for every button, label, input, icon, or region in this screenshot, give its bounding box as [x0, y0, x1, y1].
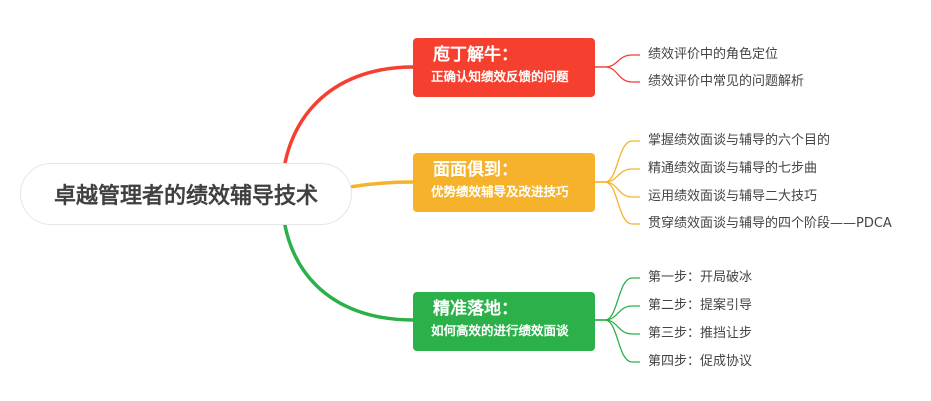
leaf-topic[interactable]: 运用绩效面谈与辅导二大技巧 [648, 189, 818, 204]
branch-topic-1[interactable]: 庖丁解牛： 正确认知绩效反馈的问题 [413, 38, 595, 97]
leaf-topic[interactable]: 贯穿绩效面谈与辅导的四个阶段——PDCA [648, 216, 892, 231]
leaf-link [595, 305, 640, 321]
leaf-link [595, 54, 640, 68]
root-topic[interactable]: 卓越管理者的绩效辅导技术 [20, 163, 352, 225]
leaf-topic[interactable]: 第一步：开局破冰 [648, 270, 753, 285]
branch-subtitle: 优势绩效辅导及改进技巧 [431, 184, 569, 199]
leaf-link [595, 319, 640, 363]
leaf-topic[interactable]: 第四步：促成协议 [648, 354, 753, 369]
leaf-topic[interactable]: 绩效评价中的角色定位 [648, 47, 779, 62]
branch-subtitle: 正确认知绩效反馈的问题 [431, 69, 569, 84]
branch-link-yellow [349, 180, 414, 189]
leaf-link [595, 168, 640, 183]
leaf-link [595, 181, 640, 198]
branch-title: 庖丁解牛： [433, 45, 518, 65]
branch-topic-3[interactable]: 精准落地： 如何高效的进行绩效面谈 [413, 292, 595, 351]
leaf-topic[interactable]: 掌握绩效面谈与辅导的六个目的 [648, 133, 831, 148]
branch-title: 面面俱到： [433, 160, 518, 180]
leaf-link [595, 66, 640, 83]
root-title: 卓越管理者的绩效辅导技术 [53, 184, 318, 209]
leaf-link [595, 319, 640, 335]
branch-title: 精准落地： [433, 299, 518, 319]
branch-subtitle: 如何高效的进行绩效面谈 [431, 323, 569, 338]
leaf-topic[interactable]: 第二步：提案引导 [648, 298, 753, 313]
leaf-topic[interactable]: 第三步：推挡让步 [648, 326, 753, 341]
branch-topic-2[interactable]: 面面俱到： 优势绩效辅导及改进技巧 [413, 153, 595, 212]
leaf-topic[interactable]: 绩效评价中常见的问题解析 [648, 74, 805, 89]
leaf-topic[interactable]: 精通绩效面谈与辅导的七步曲 [648, 161, 818, 176]
leaf-link [595, 181, 640, 225]
